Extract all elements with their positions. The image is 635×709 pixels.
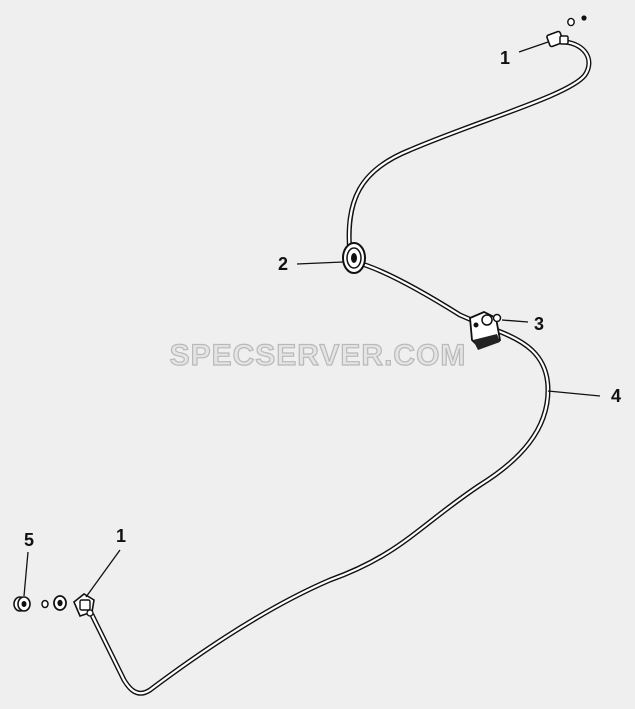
clamp: [469, 311, 502, 350]
callout-4: 4: [611, 386, 621, 406]
small-washer: [41, 599, 49, 609]
leader-lines: [23, 41, 601, 598]
callout-5: 5: [24, 530, 34, 550]
part-5-fitting: [13, 596, 31, 612]
nut: [53, 595, 67, 611]
pipe-assembly: [81, 39, 592, 696]
bottom-fitting: [73, 593, 95, 617]
grommet: [342, 242, 366, 274]
leader-4: [547, 390, 601, 397]
leader-5: [23, 551, 29, 597]
callout-1-top: 1: [500, 48, 510, 68]
callout-2: 2: [278, 254, 288, 274]
leader-3: [501, 319, 529, 323]
watermark-text: SPECSERVER.COM: [170, 339, 467, 372]
callout-1-bottom: 1: [116, 526, 126, 546]
callout-3: 3: [534, 314, 544, 334]
leader-2: [296, 261, 344, 265]
leader-1-top: [518, 41, 549, 53]
pipe-inner: [82, 40, 591, 695]
leader-1-bottom: [85, 549, 121, 598]
top-fitting: [546, 15, 587, 48]
